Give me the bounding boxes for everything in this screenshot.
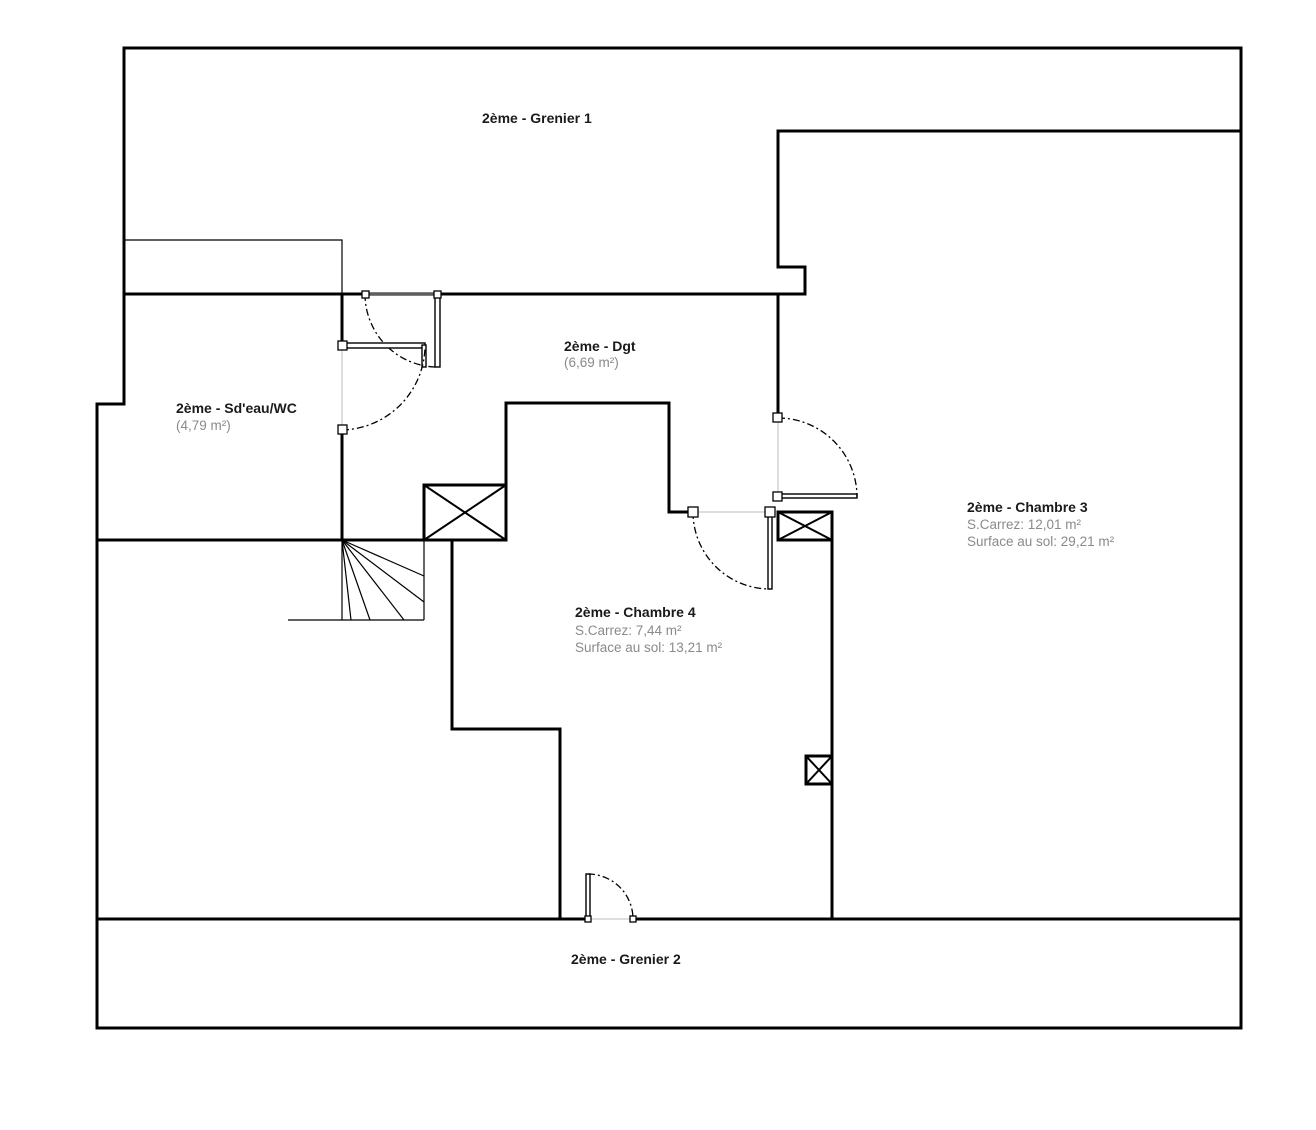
thin-lines: [124, 239, 343, 294]
room-carrez: S.Carrez: 7,44 m²: [575, 623, 682, 638]
service-duct-1: [422, 483, 508, 542]
door-chambre4: [687, 506, 776, 590]
room-name: 2ème - Sd'eau/WC: [176, 400, 297, 416]
room-floor-area: Surface au sol: 13,21 m²: [575, 640, 723, 655]
room-label-sdeau: 2ème - Sd'eau/WC (4,79 m²): [176, 400, 297, 433]
service-duct-2: [776, 510, 834, 542]
room-label-dgt: 2ème - Dgt (6,69 m²): [564, 338, 636, 370]
room-label-chambre3: 2ème - Chambre 3 S.Carrez: 12,01 m² Surf…: [967, 499, 1115, 549]
wall-chambre4-west: [450, 538, 562, 921]
room-name: 2ème - Grenier 1: [482, 110, 592, 126]
room-label-grenier2: 2ème - Grenier 2: [571, 951, 681, 967]
room-area: (6,69 m²): [564, 355, 619, 370]
opening-lines: [341, 293, 779, 920]
room-name: 2ème - Grenier 2: [571, 951, 681, 967]
room-name: 2ème - Chambre 4: [575, 604, 696, 620]
room-area: (4,79 m²): [176, 418, 231, 433]
wall-chambre3-north: [776, 129, 1243, 296]
room-label-chambre4: 2ème - Chambre 4 S.Carrez: 7,44 m² Surfa…: [575, 604, 723, 655]
staircase: [288, 539, 425, 621]
door-grenier1-dgt: [361, 290, 442, 368]
door-grenier2: [584, 873, 637, 923]
door-sdeau: [337, 340, 427, 435]
room-label-grenier1: 2ème - Grenier 1: [482, 110, 592, 126]
room-name: 2ème - Dgt: [564, 338, 636, 354]
outer-walls: [95, 46, 1243, 1030]
room-floor-area: Surface au sol: 29,21 m²: [967, 534, 1115, 549]
interior-walls: [95, 129, 1243, 921]
room-carrez: S.Carrez: 12,01 m²: [967, 517, 1082, 532]
door-chambre3: [772, 412, 858, 502]
service-duct-3: [804, 754, 834, 786]
room-name: 2ème - Chambre 3: [967, 499, 1088, 515]
